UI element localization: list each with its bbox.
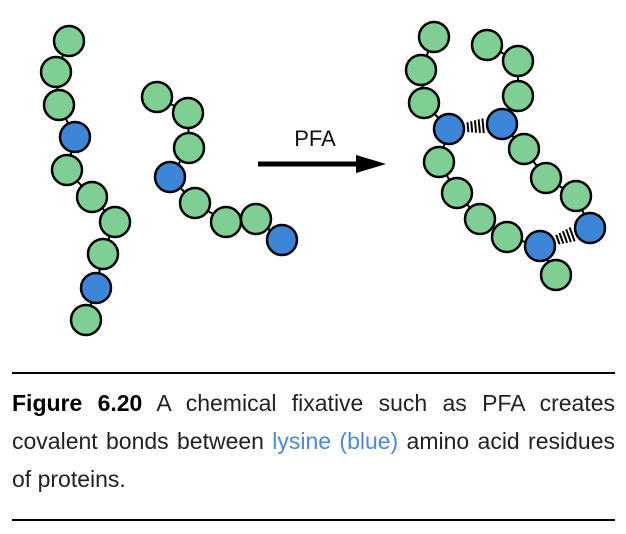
amino-acid-residue [407, 86, 441, 120]
amino-acid-residue [529, 161, 563, 195]
amino-acid-residue [98, 205, 132, 239]
amino-acid-residue [490, 220, 524, 254]
amino-acid-residue [75, 180, 109, 214]
amino-acid-residue [52, 24, 86, 58]
arrow-head-icon [356, 155, 386, 173]
caption-text-before: A chemical fixative such as PFA creates … [12, 390, 615, 454]
lysine-residue [485, 107, 519, 141]
amino-acid-residue [422, 145, 456, 179]
amino-acid-residue [463, 202, 497, 236]
lysine-residue [523, 229, 557, 263]
amino-acid-residue [417, 20, 451, 54]
crosslink-hatch [561, 230, 569, 244]
caption-rule-bottom [12, 519, 615, 521]
pfa-crosslink-diagram: PFA [39, 20, 607, 337]
lysine-residue [573, 211, 607, 245]
figure-caption: Figure 6.20 A chemical fixative such as … [12, 384, 615, 498]
crosslink-hatch [481, 118, 485, 134]
amino-acid-residue [404, 53, 438, 87]
amino-acid-residue [501, 79, 535, 113]
crosslink-hatch [568, 227, 576, 242]
crosslink-hatch [565, 228, 572, 243]
crosslink-hatch [555, 234, 561, 245]
amino-acid-residue [171, 96, 205, 130]
crosslink-top [466, 118, 485, 134]
amino-acid-residue [501, 44, 535, 78]
amino-acid-residue [50, 153, 84, 187]
lysine-residue [58, 120, 92, 154]
amino-acid-residue [507, 132, 541, 166]
caption-highlight: lysine (blue) [272, 428, 399, 454]
arrow-label: PFA [294, 126, 336, 151]
lysine-residue [432, 112, 466, 146]
amino-acid-residue [69, 303, 103, 337]
amino-acid-residue [440, 176, 474, 210]
crosslink-hatch [466, 122, 470, 133]
caption-text-after: amino acid residues of proteins. [12, 428, 615, 492]
amino-acid-residue [239, 202, 273, 236]
amino-acid-residue [539, 258, 573, 292]
amino-acid-residue [172, 131, 206, 165]
reaction-arrow: PFA [258, 126, 386, 173]
amino-acid-residue [86, 237, 120, 271]
amino-acid-residue [140, 80, 174, 114]
amino-acid-residue [559, 179, 593, 213]
crosslink-hatch [470, 121, 474, 133]
lysine-residue [153, 160, 187, 194]
caption-rule-top [12, 372, 615, 374]
amino-acid-residue [42, 88, 76, 122]
crosslink-bottom [555, 227, 576, 245]
amino-acid-residue [209, 205, 243, 239]
crosslink-hatch [473, 120, 478, 133]
lysine-residue [265, 223, 299, 257]
figure-label: Figure 6.20 [12, 390, 143, 416]
amino-acid-residue [178, 186, 212, 220]
amino-acid-residue [470, 28, 504, 62]
crosslink-hatch [558, 232, 565, 244]
lysine-residue [79, 271, 113, 305]
amino-acid-residue [39, 55, 73, 89]
crosslink-hatch [477, 119, 481, 134]
